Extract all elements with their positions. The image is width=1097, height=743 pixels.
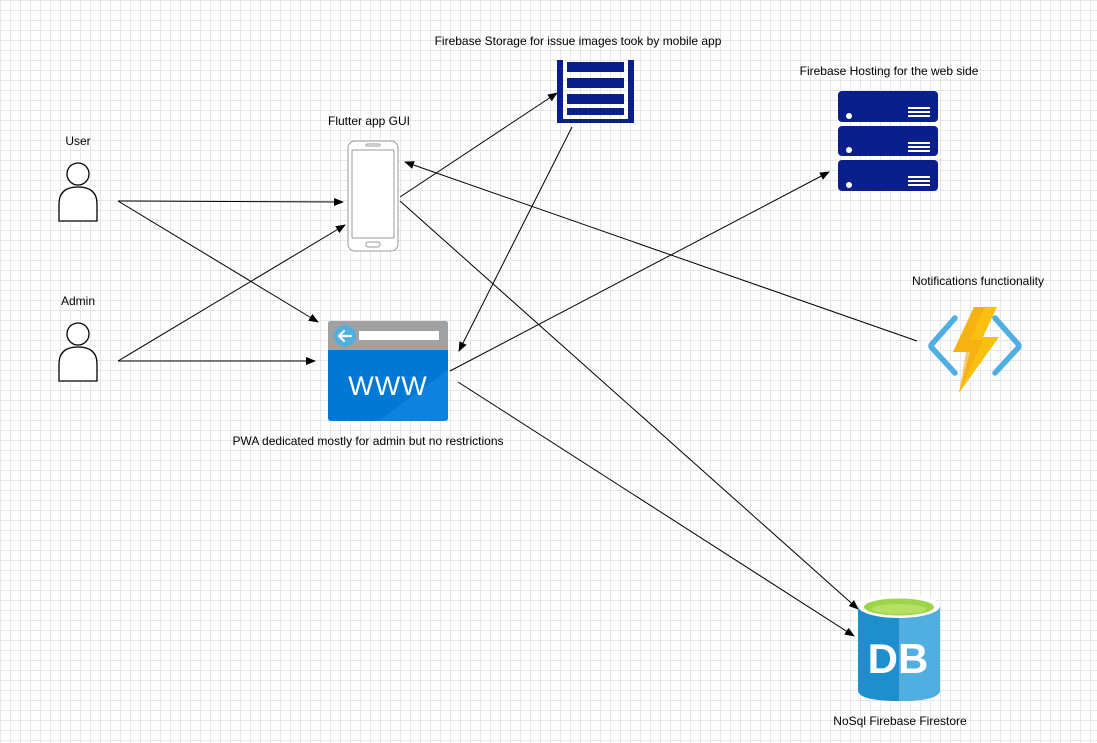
flutter-app-node[interactable]: Flutter app GUI	[328, 114, 410, 252]
flutter-label: Flutter app GUI	[328, 114, 410, 128]
edge-notifications-to-flutter	[404, 161, 918, 342]
edge-admin-to-flutter	[117, 224, 346, 362]
storage-label: Firebase Storage for issue images took b…	[435, 34, 722, 48]
hosting-label: Firebase Hosting for the web side	[800, 64, 979, 78]
person-outline-icon	[58, 322, 98, 382]
azure-function-icon	[928, 307, 1022, 393]
edge-storage-to-pwa	[458, 126, 573, 352]
edges	[117, 92, 918, 637]
mobile-phone-icon	[347, 140, 399, 252]
database-icon: DB	[858, 594, 940, 701]
firestore-label: NoSql Firebase Firestore	[833, 714, 967, 728]
notifications-node[interactable]: Notifications functionality	[912, 274, 1044, 393]
edge-flutter-to-storage	[399, 92, 558, 198]
storage-stack-icon	[557, 60, 634, 123]
edge-user-to-pwa	[117, 200, 319, 323]
person-outline-icon	[58, 162, 98, 222]
user-label: User	[65, 134, 90, 148]
pwa-label: PWA dedicated mostly for admin but no re…	[232, 434, 503, 448]
edge-flutter-to-firestore	[399, 200, 859, 610]
firebase-storage-node[interactable]: Firebase Storage for issue images took b…	[435, 34, 722, 123]
admin-node[interactable]: Admin	[58, 294, 98, 382]
edge-pwa-to-hosting	[449, 171, 830, 372]
firestore-node[interactable]: DB NoSql Firebase Firestore	[833, 594, 967, 728]
pwa-node[interactable]: WWW PWA dedicated mostly for admin but n…	[232, 321, 504, 448]
user-node[interactable]: User	[58, 134, 98, 222]
edge-user-to-flutter	[117, 197, 344, 206]
notifications-label: Notifications functionality	[912, 274, 1044, 288]
admin-label: Admin	[61, 294, 95, 308]
www-text: WWW	[348, 371, 427, 401]
server-rack-icon	[838, 91, 938, 191]
db-text: DB	[868, 635, 929, 682]
web-browser-icon: WWW	[328, 321, 448, 421]
firebase-hosting-node[interactable]: Firebase Hosting for the web side	[800, 64, 979, 191]
edge-pwa-to-firestore	[457, 381, 855, 637]
